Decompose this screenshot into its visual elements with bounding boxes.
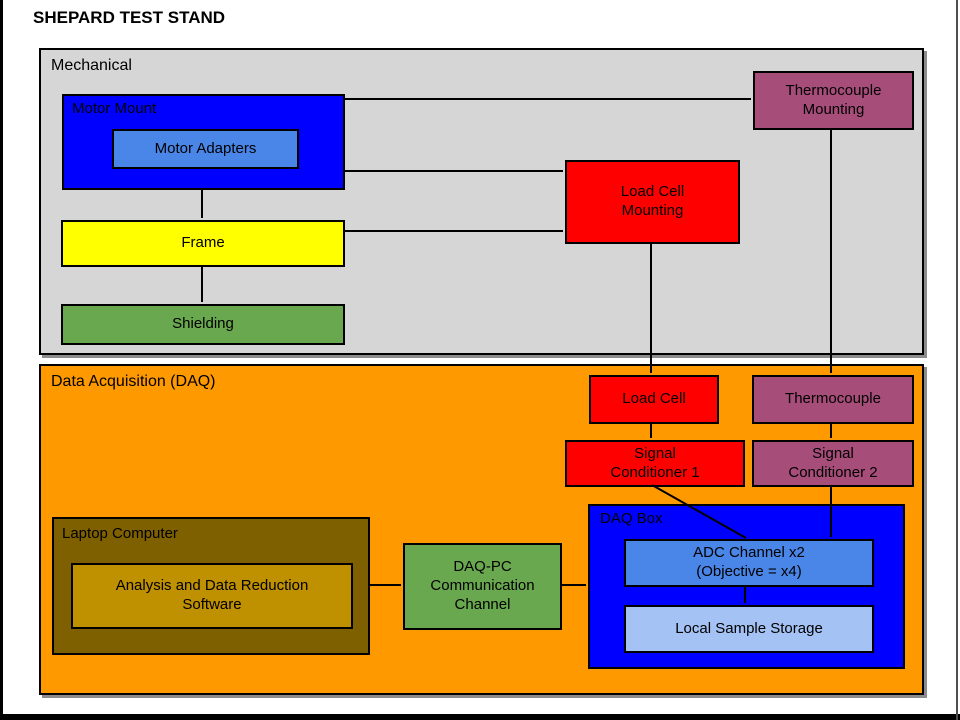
motor-mount-block: Motor Mount Motor Adapters xyxy=(62,94,345,190)
slide-right-border xyxy=(956,0,958,720)
analysis-software-block: Analysis and Data Reduction Software xyxy=(71,563,353,629)
signal-conditioner-1-label: Signal Conditioner 1 xyxy=(610,444,700,481)
signal-conditioner-2-block: Signal Conditioner 2 xyxy=(752,440,914,487)
daq-group: Data Acquisition (DAQ) Laptop Computer A… xyxy=(39,364,924,695)
daq-pc-comm-channel-block: DAQ-PC Communication Channel xyxy=(403,543,562,630)
frame-block: Frame xyxy=(61,220,345,267)
daq-pc-comm-channel-label: DAQ-PC Communication Channel xyxy=(430,558,535,613)
page-title: SHEPARD TEST STAND xyxy=(33,8,226,27)
load-cell-mounting-block: Load Cell Mounting xyxy=(565,160,740,244)
load-cell-mounting-label: Load Cell Mounting xyxy=(620,183,685,219)
adc-channel-block: ADC Channel x2 (Objective = x4) xyxy=(624,539,874,587)
local-sample-storage-label: Local Sample Storage xyxy=(675,619,823,637)
thermocouple-mounting-label: Thermocouple Mounting xyxy=(785,81,882,118)
mechanical-group-label: Mechanical xyxy=(51,57,132,74)
shielding-label: Shielding xyxy=(172,315,234,333)
motor-mount-label: Motor Mount xyxy=(72,100,157,117)
laptop-computer-block: Laptop Computer Analysis and Data Reduct… xyxy=(52,517,370,655)
daq-group-label: Data Acquisition (DAQ) xyxy=(51,373,216,390)
shielding-block: Shielding xyxy=(61,304,345,345)
motor-adapters-label: Motor Adapters xyxy=(154,139,257,157)
signal-conditioner-1-block: Signal Conditioner 1 xyxy=(565,440,745,487)
thermocouple-block: Thermocouple xyxy=(752,375,914,424)
signal-conditioner-2-label: Signal Conditioner 2 xyxy=(788,444,878,481)
analysis-software-label: Analysis and Data Reduction Software xyxy=(115,577,309,613)
mechanical-group: Mechanical Motor Mount Motor Adapters Fr… xyxy=(39,48,924,355)
thermocouple-label: Thermocouple xyxy=(785,390,881,408)
slide-left-border xyxy=(0,0,3,720)
adc-channel-label: ADC Channel x2 (Objective = x4) xyxy=(693,544,805,580)
load-cell-label: Load Cell xyxy=(622,390,686,408)
thermocouple-mounting-block: Thermocouple Mounting xyxy=(753,71,914,130)
frame-label: Frame xyxy=(181,234,225,252)
laptop-computer-label: Laptop Computer xyxy=(62,525,178,542)
daq-box-label: DAQ Box xyxy=(600,510,663,527)
load-cell-block: Load Cell xyxy=(589,375,719,424)
slide-bottom-border xyxy=(0,714,960,720)
motor-adapters-block: Motor Adapters xyxy=(112,129,299,169)
local-sample-storage-block: Local Sample Storage xyxy=(624,605,874,653)
daq-box-block: DAQ Box ADC Channel x2 (Objective = x4) … xyxy=(588,504,905,669)
